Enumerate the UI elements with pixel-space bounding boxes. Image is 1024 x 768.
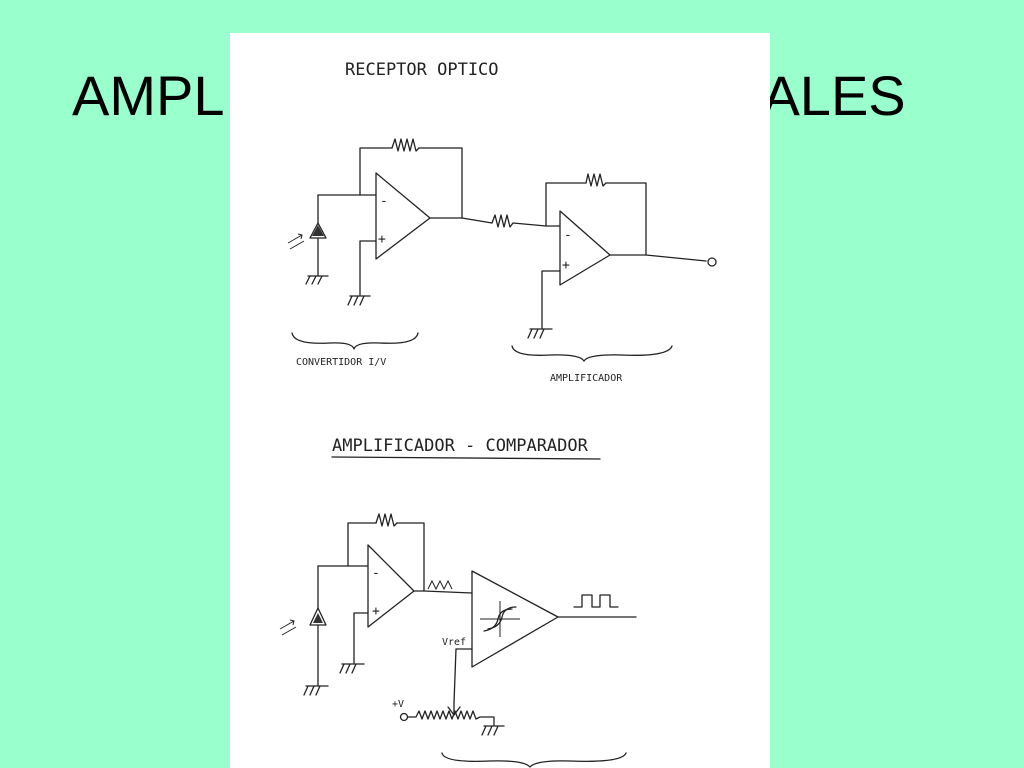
brace-converter [291,332,419,350]
opamp-2-minus: - [564,228,572,243]
opamp-2: - + [559,210,611,286]
label-amplifier: AMPLIFICADOR [550,373,623,384]
feedback-resistor-1 [359,138,463,219]
opamp-3-minus: - [372,566,380,581]
section2-title: AMPLIFICADOR - COMPARADOR [332,436,589,456]
label-converter: CONVERTIDOR I/V [296,357,386,368]
slide-title-start: AMPL [72,64,225,127]
supply-terminal [399,712,409,722]
comparator [471,570,559,668]
opamp-1-minus: - [380,194,388,209]
opamp-1-plus: + [378,232,386,247]
ground-1 [305,275,329,285]
photodiode-2 [279,607,327,686]
sketch-paper: RECEPTOR OPTICO - + [230,33,770,768]
opamp-2-plus: + [562,258,570,273]
section1-title: RECEPTOR OPTICO [345,60,499,80]
label-vref: Vref [442,637,466,648]
brace-bottom [441,752,627,768]
potentiometer [407,702,495,726]
ground-5 [339,663,365,674]
opamp-3-plus: + [372,604,380,619]
ground-6 [481,725,505,736]
square-wave-icon [573,594,619,608]
series-resistor [491,214,514,228]
feedback-resistor-3 [347,513,425,592]
ground-4 [303,685,329,696]
ground-2 [347,295,371,306]
opamp-1: - + [375,172,431,260]
output-terminal-1 [707,257,717,267]
opamp-3: - + [367,544,415,628]
photodiode-1 [287,222,327,277]
brace-amplifier [511,345,673,362]
circuit-sketch: RECEPTOR OPTICO - + [279,60,717,768]
label-plus-v: +V [392,699,404,710]
section2-underline [331,456,601,460]
analog-signal-icon [427,579,453,591]
feedback-resistor-2 [545,173,647,256]
ground-3 [527,328,553,339]
